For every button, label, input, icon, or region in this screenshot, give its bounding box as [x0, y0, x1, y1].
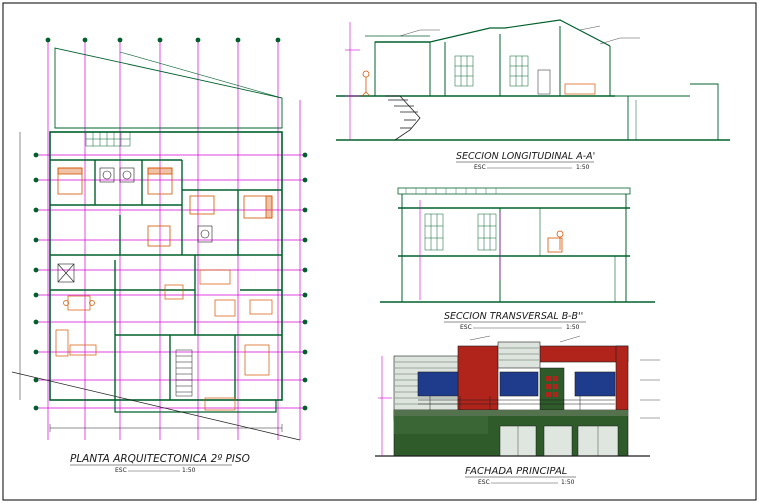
interior-walls [50, 159, 282, 400]
floor-plan: PLANTA ARQUITECTONICA 2º PISO ESC 1:50 [11, 37, 308, 474]
window-blue-3 [574, 371, 616, 397]
human-figure-transversal [547, 230, 564, 253]
red-panel-right [539, 345, 629, 363]
bed-furniture [57, 167, 273, 247]
property-line-bottom [11, 371, 301, 441]
level-markers-longitudinal [345, 22, 360, 140]
level-markers-transversal [419, 200, 501, 300]
bathroom-fixtures [57, 167, 213, 283]
lower-rooms-furniture [204, 344, 270, 411]
roof-longitudinal [429, 19, 611, 47]
section-longitudinal-esc-label: ESC [474, 164, 486, 171]
balcony-grid [85, 131, 131, 147]
floor-plan-title: PLANTA ARQUITECTONICA 2º PISO [70, 453, 250, 465]
human-figure-longitudinal [361, 70, 371, 97]
stair-section [385, 95, 421, 141]
level-markers-facade [378, 356, 392, 456]
balcony-railing [418, 396, 615, 410]
floor-plan-scale: 1:50 [182, 467, 196, 474]
section-longitudinal-scale: 1:50 [576, 164, 590, 171]
living-furniture [55, 269, 273, 357]
lot-outline [54, 47, 283, 129]
section-transversal-esc-label: ESC [460, 324, 472, 331]
windows-longitudinal [454, 55, 529, 87]
section-transversal: SECCION TRANSVERSAL B-B'' ESC 1:50 [380, 187, 655, 331]
section-longitudinal-title: SECCION LONGITUDINAL A-A' [456, 151, 595, 162]
roof-diagonal [119, 51, 283, 99]
pergola-roof [397, 187, 631, 195]
window-blue-2 [499, 371, 539, 397]
dimension-lines [19, 132, 283, 432]
section-transversal-scale: 1:50 [566, 324, 580, 331]
annotations-longitudinal [399, 25, 640, 45]
section-transversal-title: SECCION TRANSVERSAL B-B'' [444, 311, 583, 322]
facade-esc-label: ESC [478, 479, 490, 486]
floor-plan-esc-label: ESC [115, 467, 127, 474]
facade-principal: FACHADA PRINCIPAL ESC 1:50 [375, 335, 660, 486]
axis-markers [33, 37, 308, 411]
windows-transversal [424, 213, 497, 251]
facade-scale: 1:50 [561, 479, 575, 486]
red-panel-left [457, 345, 499, 411]
lower-wing [114, 400, 277, 413]
stair-plan [175, 349, 193, 397]
annotations-facade [469, 335, 660, 419]
ground-floor-windows [499, 425, 619, 457]
facade-title: FACHADA PRINCIPAL [465, 466, 567, 477]
window-blue-1 [417, 371, 459, 397]
building-outline [49, 131, 283, 401]
boundary-wall-longitudinal [615, 83, 719, 140]
section-longitudinal: SECCION LONGITUDINAL A-A' ESC 1:50 [336, 19, 730, 171]
